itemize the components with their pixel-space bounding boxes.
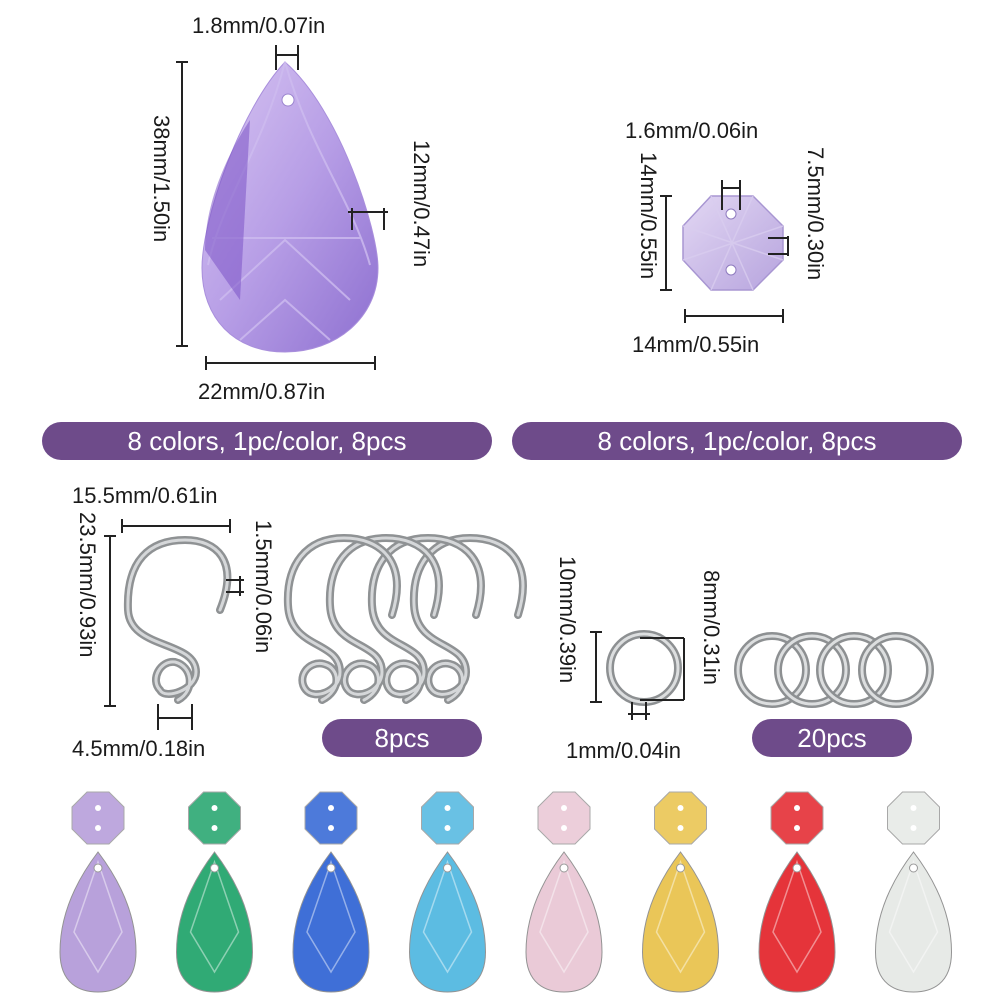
ring-dimension-lines bbox=[590, 631, 685, 720]
color-set-5 bbox=[525, 791, 603, 993]
teardrop-thickness-label: 12mm/0.47in bbox=[409, 140, 434, 268]
hook-loop-label: 4.5mm/0.18in bbox=[72, 736, 206, 761]
teardrop-dimension-lines bbox=[176, 45, 388, 370]
octagon-bead bbox=[188, 791, 241, 845]
octagon-dimension-lines bbox=[660, 180, 789, 323]
color-set-4 bbox=[408, 791, 487, 993]
color-set-2 bbox=[175, 791, 254, 993]
teardrop-bead bbox=[408, 851, 487, 993]
octagon-bead bbox=[537, 791, 591, 845]
ring-wire-label: 1mm/0.04in bbox=[566, 738, 681, 763]
ring-outer-label: 10mm/0.39in bbox=[555, 556, 580, 684]
s-hook-dimension-lines bbox=[104, 519, 244, 730]
octagon-height-label: 14mm/0.55in bbox=[636, 152, 661, 280]
color-set-1 bbox=[59, 791, 137, 993]
octagon-bead bbox=[887, 791, 940, 845]
teardrop-width-label: 22mm/0.87in bbox=[198, 379, 326, 404]
hook-width-label: 15.5mm/0.61in bbox=[72, 483, 218, 508]
ring-inner-label: 8mm/0.31in bbox=[699, 570, 724, 685]
octagon-bead bbox=[71, 791, 125, 845]
octagon-bead bbox=[770, 791, 824, 845]
teardrop-crystal bbox=[201, 61, 379, 353]
s-hook-single bbox=[123, 535, 232, 704]
jump-ring-single bbox=[606, 630, 682, 706]
teardrop-bead bbox=[874, 851, 953, 993]
octagon-thickness-label: 7.5mm/0.30in bbox=[803, 147, 828, 281]
teardrop-bead bbox=[59, 851, 137, 993]
octagon-quantity-banner: 8 colors, 1pc/color, 8pcs bbox=[512, 422, 962, 460]
octagon-bead bbox=[654, 791, 707, 845]
teardrop-bead bbox=[641, 851, 720, 993]
teardrop-height-label: 38mm/1.50in bbox=[149, 115, 174, 243]
s-hook-4 bbox=[283, 533, 401, 704]
crystal-color-row bbox=[59, 791, 953, 993]
color-set-7 bbox=[758, 791, 836, 993]
octagon-bead bbox=[421, 791, 474, 845]
hook-height-label: 23.5mm/0.93in bbox=[75, 512, 100, 658]
color-set-3 bbox=[292, 791, 370, 993]
color-set-8 bbox=[874, 791, 953, 993]
teardrop-quantity-banner: 8 colors, 1pc/color, 8pcs bbox=[42, 422, 492, 460]
octagon-width-label: 14mm/0.55in bbox=[632, 332, 760, 357]
color-set-6 bbox=[641, 791, 720, 993]
jump-ring-2 bbox=[774, 632, 850, 708]
s-hook-3 bbox=[325, 533, 443, 704]
teardrop-bead bbox=[525, 851, 603, 993]
s-hook-1 bbox=[409, 533, 527, 704]
s-hooks-group bbox=[283, 533, 527, 704]
s-hook-2 bbox=[367, 533, 485, 704]
jump-ring-3 bbox=[816, 632, 892, 708]
octagon-crystal bbox=[682, 195, 784, 291]
ring-quantity-banner: 20pcs bbox=[752, 719, 912, 757]
jump-rings-group bbox=[734, 632, 934, 708]
jump-ring-1 bbox=[734, 632, 810, 708]
teardrop-bead bbox=[175, 851, 254, 993]
teardrop-bead bbox=[292, 851, 370, 993]
hook-wire-label: 1.5mm/0.06in bbox=[251, 520, 276, 654]
teardrop-hole-label: 1.8mm/0.07in bbox=[192, 13, 326, 38]
octagon-bead bbox=[304, 791, 358, 845]
teardrop-bead bbox=[758, 851, 836, 993]
octagon-hole-label: 1.6mm/0.06in bbox=[625, 118, 759, 143]
hook-quantity-banner: 8pcs bbox=[322, 719, 482, 757]
jump-ring-4 bbox=[858, 632, 934, 708]
